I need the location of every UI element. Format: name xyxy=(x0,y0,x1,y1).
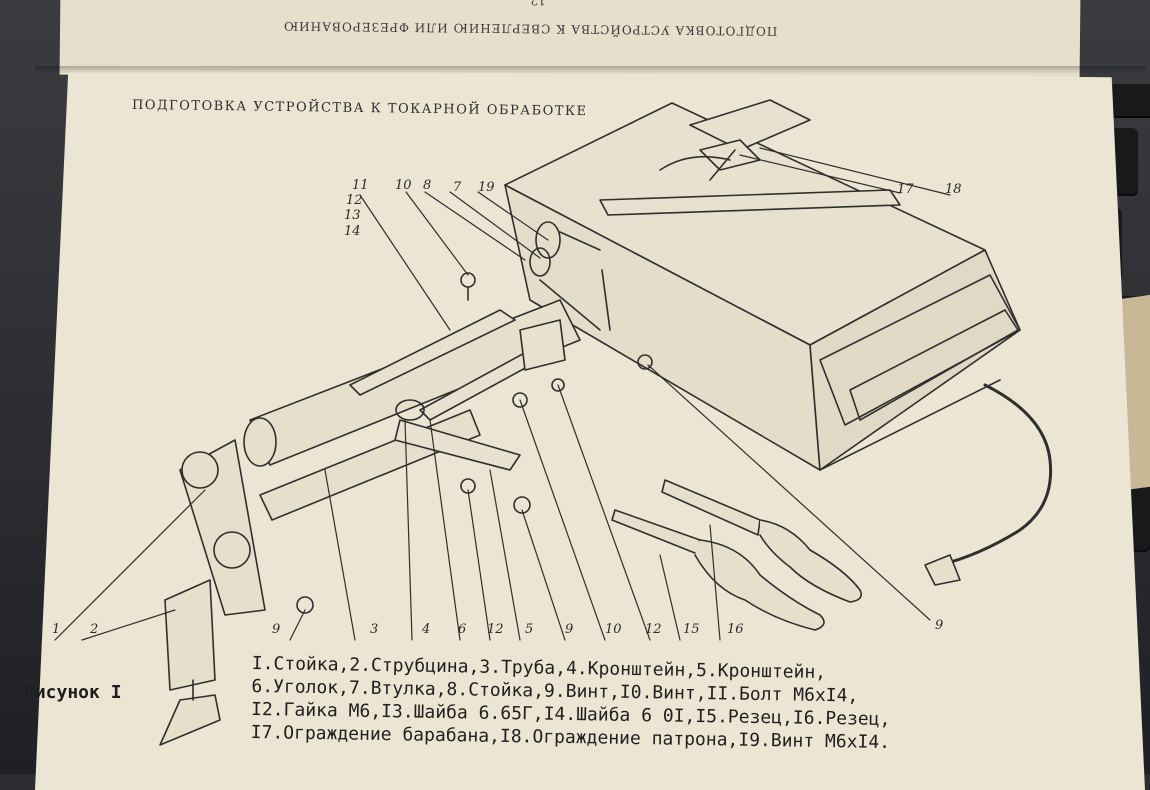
leader-lines xyxy=(54,147,951,641)
callout-12-a: 12 xyxy=(487,622,504,637)
callout-5: 5 xyxy=(525,622,534,637)
power-cable xyxy=(924,383,1053,586)
callout-7: 7 xyxy=(453,180,462,195)
chisels xyxy=(611,479,863,631)
callout-9-mid: 9 xyxy=(565,622,574,637)
stand-clamp xyxy=(159,439,266,746)
callout-13: 13 xyxy=(344,208,361,223)
callout-12-b: 12 xyxy=(645,622,662,637)
page-fold-shadow xyxy=(35,66,1145,74)
callout-17: 17 xyxy=(897,182,914,197)
callout-16: 16 xyxy=(727,622,744,637)
chuck-guard xyxy=(659,99,811,181)
figure-label: Рисунок I xyxy=(24,682,122,703)
callout-10-bottom: 10 xyxy=(605,622,622,637)
callout-9-left: 9 xyxy=(272,622,281,637)
callout-3: 3 xyxy=(370,622,379,637)
callout-8: 8 xyxy=(423,178,432,193)
callout-11: 11 xyxy=(352,178,369,193)
callout-6: 6 xyxy=(458,622,467,637)
tool-rest xyxy=(349,309,566,471)
callout-12-top: 12 xyxy=(346,193,363,208)
motor-housing xyxy=(504,102,1021,471)
callout-14: 14 xyxy=(344,224,361,239)
callout-9-right: 9 xyxy=(935,618,944,633)
callout-15: 15 xyxy=(683,622,700,637)
keyboard-key-f12 xyxy=(1110,84,1150,118)
parts-legend: I.Стойка,2.Струбцина,3.Труба,4.Кронштейн… xyxy=(251,652,892,754)
callout-1: 1 xyxy=(52,622,61,637)
callout-4: 4 xyxy=(422,622,431,637)
callout-10-top: 10 xyxy=(395,178,412,193)
callout-2: 2 xyxy=(90,622,99,637)
callout-18: 18 xyxy=(945,182,962,197)
chuck-pulley xyxy=(529,221,611,331)
lathe-assembly-drawing xyxy=(54,99,1053,746)
callout-19: 19 xyxy=(478,180,495,195)
